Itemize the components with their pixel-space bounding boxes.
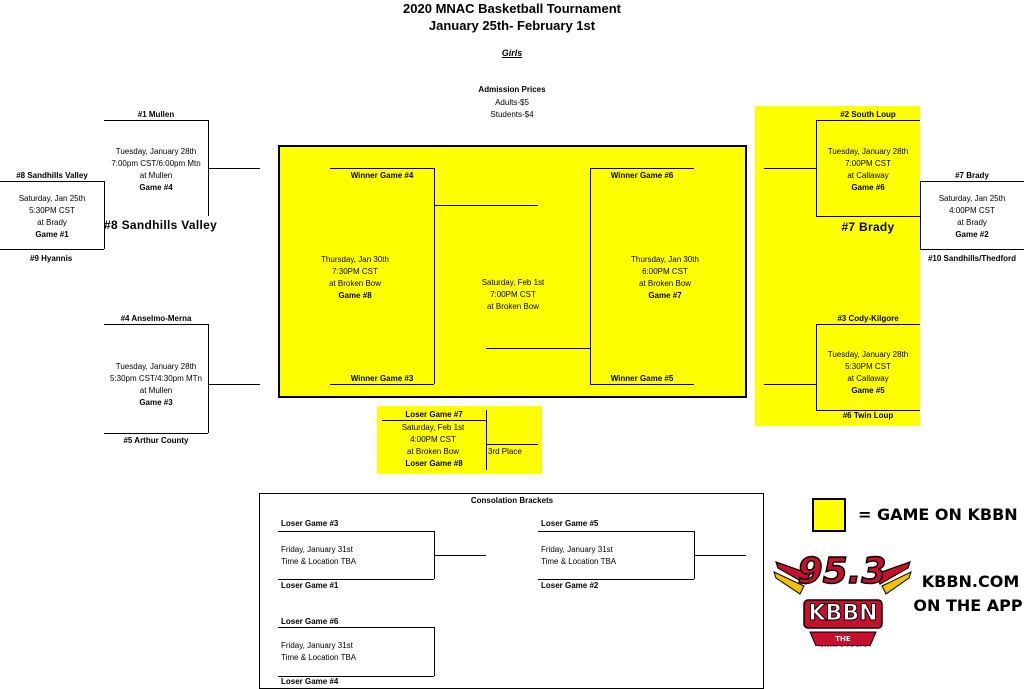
admission-title: Admission Prices: [478, 85, 546, 94]
championship-time: 7:00PM CST: [490, 290, 536, 299]
championship-date: Saturday, Feb 1st: [481, 278, 545, 287]
game-3-label: Game #3: [139, 398, 173, 407]
legend-swatch: [812, 498, 846, 532]
seed-9-hyannis: #9 Hyannis: [30, 254, 73, 263]
kbbn-tagline: THE THUNDERBIRD: [814, 635, 872, 653]
game-1-winner: #8 Sandhills Valley: [104, 218, 218, 232]
third-place-top-slot: Loser Game #7: [405, 410, 463, 419]
seed-1-mullen: #1 Mullen: [137, 110, 175, 119]
game-8-label: Game #8: [338, 291, 372, 300]
center-kbbn-highlight: [278, 145, 746, 398]
seed-6-twin-loup: #6 Twin Loup: [842, 411, 894, 420]
game-4-label: Game #4: [139, 183, 173, 192]
kbbn-logo: 95.3 KBBN THE THUNDERBIRD: [770, 550, 915, 653]
game-3-date: Tuesday, January 28th: [115, 362, 197, 371]
center-bracket-border: [278, 145, 747, 398]
game-2-winner: #7 Brady: [841, 220, 895, 234]
game-4-time: 7:00pm CST/6:00pm Mtn: [111, 159, 201, 168]
game-2-time: 4:00PM CST: [949, 206, 995, 215]
consolation-b-top: Loser Game #5: [541, 519, 599, 528]
game-4-location: at Mullen: [139, 171, 173, 180]
consolation-c-time: Time & Location TBA: [281, 653, 357, 662]
third-place-result: 3rd Place: [488, 447, 522, 456]
admission-adults: Adults-$5: [495, 98, 529, 107]
game-8-date: Thursday, Jan 30th: [321, 255, 389, 264]
game-7-time: 6:00PM CST: [642, 267, 688, 276]
game-5-time: 5:30PM CST: [845, 362, 891, 371]
seed-2-south-loup: #2 South Loup: [840, 110, 896, 119]
game-3-time: 5:30pm CST/4:30pm MTn: [109, 374, 203, 383]
seed-10-sandhills-thedford: #10 Sandhills/Thedford: [927, 254, 1016, 263]
consolation-b-date: Friday, January 31st: [541, 545, 613, 554]
page-title: 2020 MNAC Basketball Tournament: [403, 1, 621, 16]
thunderbird-logo-graphic: [773, 561, 912, 647]
game-2-label: Game #2: [955, 230, 989, 239]
seed-5-arthur-county: #5 Arthur County: [123, 436, 189, 445]
right-kbbn-highlight: [755, 106, 920, 426]
seed-8-sandhills-valley: #8 Sandhills Valley: [16, 171, 88, 180]
third-place-location: at Broken Bow: [406, 447, 460, 456]
game-2-date: Saturday, Jan 25th: [938, 194, 1006, 203]
game-5-date: Tuesday, January 28th: [827, 350, 909, 359]
kbbn-app: ON THE APP: [913, 596, 1023, 615]
kbbn-frequency: 95.3: [797, 551, 887, 593]
championship-location: at Broken Bow: [486, 302, 540, 311]
game-4-date: Tuesday, January 28th: [115, 147, 197, 156]
consolation-c-bottom: Loser Game #4: [281, 677, 339, 686]
game-3-location: at Mullen: [139, 386, 173, 395]
third-place-date: Saturday, Feb 1st: [401, 423, 465, 432]
game-5-label: Game #5: [851, 386, 885, 395]
game-1-time: 5:30PM CST: [29, 206, 75, 215]
consolation-a-top: Loser Game #3: [281, 519, 339, 528]
game-1-date: Saturday, Jan 25th: [18, 194, 86, 203]
game-1-location: at Brady: [37, 218, 67, 227]
seed-7-brady: #7 Brady: [955, 171, 989, 180]
consolation-a-date: Friday, January 31st: [281, 545, 353, 554]
game-6-location: at Callaway: [847, 171, 889, 180]
winner-game-5-slot: Winner Game #5: [610, 374, 674, 383]
third-place-time: 4:00PM CST: [410, 435, 456, 444]
game-6-date: Tuesday, January 28th: [827, 147, 909, 156]
game-8-time: 7:30PM CST: [332, 267, 378, 276]
consolation-c-top: Loser Game #6: [281, 617, 339, 626]
tournament-dates: January 25th- February 1st: [428, 18, 596, 33]
kbbn-website: KBBN.COM: [921, 572, 1020, 591]
game-1-label: Game #1: [35, 230, 69, 239]
game-8-location: at Broken Bow: [328, 279, 382, 288]
legend-text: = GAME ON KBBN: [858, 505, 1018, 524]
third-place-highlight: [377, 406, 542, 474]
game-6-label: Game #6: [851, 183, 885, 192]
consolation-b-bottom: Loser Game #2: [541, 581, 599, 590]
third-place-bottom-slot: Loser Game #8: [405, 459, 463, 468]
game-7-location: at Broken Bow: [638, 279, 692, 288]
division-label: Girls: [501, 48, 523, 58]
consolation-a-bottom: Loser Game #1: [281, 581, 339, 590]
winner-game-6-slot: Winner Game #6: [610, 171, 674, 180]
consolation-b-time: Time & Location TBA: [541, 557, 617, 566]
game-5-location: at Callaway: [847, 374, 889, 383]
seed-3-cody-kilgore: #3 Cody-Kilgore: [837, 314, 899, 323]
consolation-c-date: Friday, January 31st: [281, 641, 353, 650]
game-7-label: Game #7: [648, 291, 682, 300]
admission-students: Students-$4: [490, 110, 534, 119]
winner-game-3-slot: Winner Game #3: [350, 374, 414, 383]
game-6-time: 7:00PM CST: [845, 159, 891, 168]
game-7-date: Thursday, Jan 30th: [631, 255, 699, 264]
consolation-a-time: Time & Location TBA: [281, 557, 357, 566]
winner-game-4-slot: Winner Game #4: [350, 171, 414, 180]
game-2-location: at Brady: [957, 218, 987, 227]
consolation-title: Consolation Brackets: [470, 496, 554, 505]
kbbn-callsign: KBBN: [808, 601, 878, 627]
seed-4-anselmo-merna: #4 Anselmo-Merna: [120, 314, 192, 323]
